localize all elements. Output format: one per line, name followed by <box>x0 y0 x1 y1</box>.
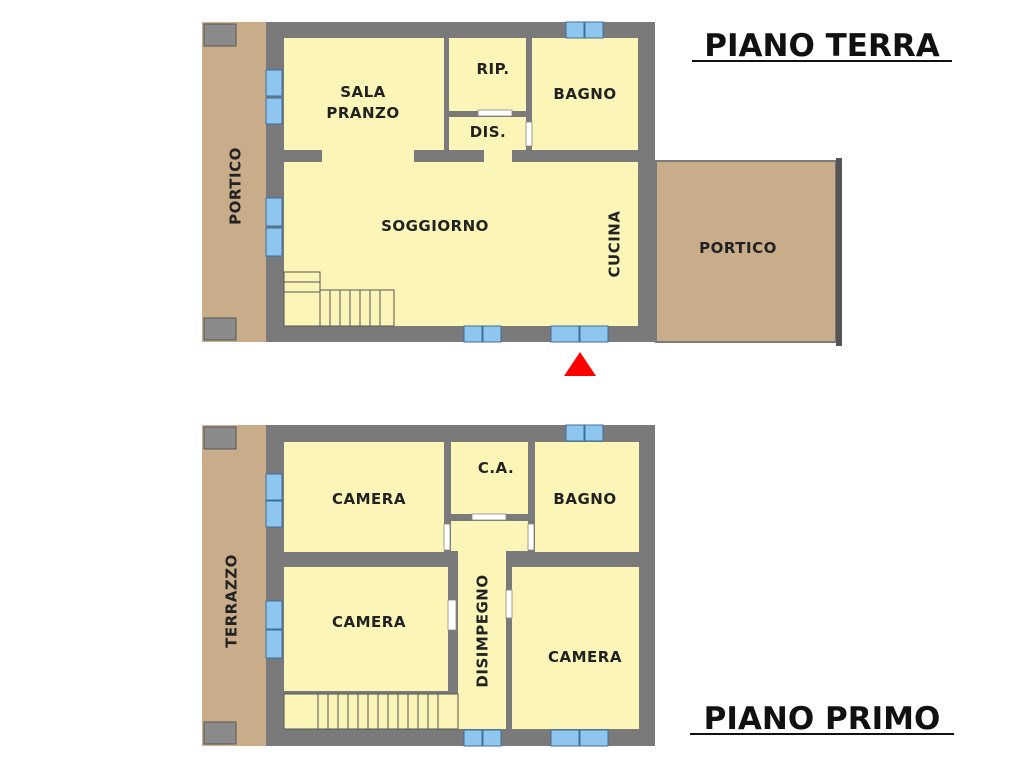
opening-hall-living <box>484 148 512 164</box>
label-closet: C.A. <box>478 459 514 477</box>
room-dining <box>284 38 444 150</box>
ground-porch-right <box>655 160 837 343</box>
ground-pillar-bottom <box>203 317 237 341</box>
label-bathroom: BAGNO <box>553 85 616 103</box>
label-porch-right: PORTICO <box>699 239 777 257</box>
label-kitchen: CUCINA <box>606 211 624 278</box>
label-storage: RIP. <box>476 60 509 78</box>
label-bedroom-middle: CAMERA <box>332 613 406 631</box>
label-bedroom-top: CAMERA <box>332 490 406 508</box>
room-bedroom-middle <box>284 567 448 691</box>
door-bedroom-right <box>505 589 513 619</box>
door-bedroom-middle <box>447 599 457 631</box>
label-terrace: TERRAZZO <box>223 554 241 648</box>
label-dining-1: SALA <box>340 83 386 101</box>
door-bedroom-top <box>443 523 451 551</box>
ground-windows <box>265 21 609 343</box>
first-terrace <box>202 425 266 746</box>
room-hallway-vertical <box>458 551 506 729</box>
ground-porch-right-rail <box>836 158 842 346</box>
opening-dining-living <box>322 148 414 164</box>
room-bedroom-right <box>512 567 639 729</box>
room-hallway <box>451 521 528 551</box>
label-porch-left: PORTICO <box>227 147 245 225</box>
title-first-floor: PIANO PRIMO <box>704 701 941 737</box>
label-hallway: DISIMPEGNO <box>474 574 492 687</box>
first-floor-plan: TERRAZZO CAMERA C.A. BAGNO CAMERA DISIMP… <box>202 424 655 747</box>
ground-porch-left <box>202 22 266 342</box>
door-closet <box>471 513 507 521</box>
room-storage <box>449 38 526 111</box>
ground-pillar-top <box>203 23 237 47</box>
entrance-arrow-icon <box>564 352 596 376</box>
first-pillar-top <box>203 426 237 450</box>
ground-stairs <box>283 271 395 327</box>
first-windows <box>265 424 609 747</box>
label-bedroom-right: CAMERA <box>548 648 622 666</box>
label-hall: DIS. <box>470 123 507 141</box>
room-bathroom <box>532 38 638 150</box>
first-stairs <box>283 693 459 730</box>
first-pillar-bottom <box>203 721 237 745</box>
label-first-bathroom: BAGNO <box>553 490 616 508</box>
room-closet <box>451 442 528 514</box>
room-first-bathroom <box>535 442 639 552</box>
door-bathroom <box>525 121 533 147</box>
door-first-bathroom <box>527 523 535 551</box>
door-storage <box>477 109 513 117</box>
ground-floor-plan: PORTICO SALA PRANZO RIP. DIS. BAGNO SOGG… <box>202 21 842 376</box>
room-bedroom-top <box>284 442 444 552</box>
title-ground-floor: PIANO TERRA <box>704 28 939 64</box>
floor-titles: PIANO TERRA PIANO PRIMO <box>690 28 954 737</box>
room-hall <box>449 117 526 150</box>
label-living: SOGGIORNO <box>381 217 489 235</box>
label-dining-2: PRANZO <box>326 104 399 122</box>
